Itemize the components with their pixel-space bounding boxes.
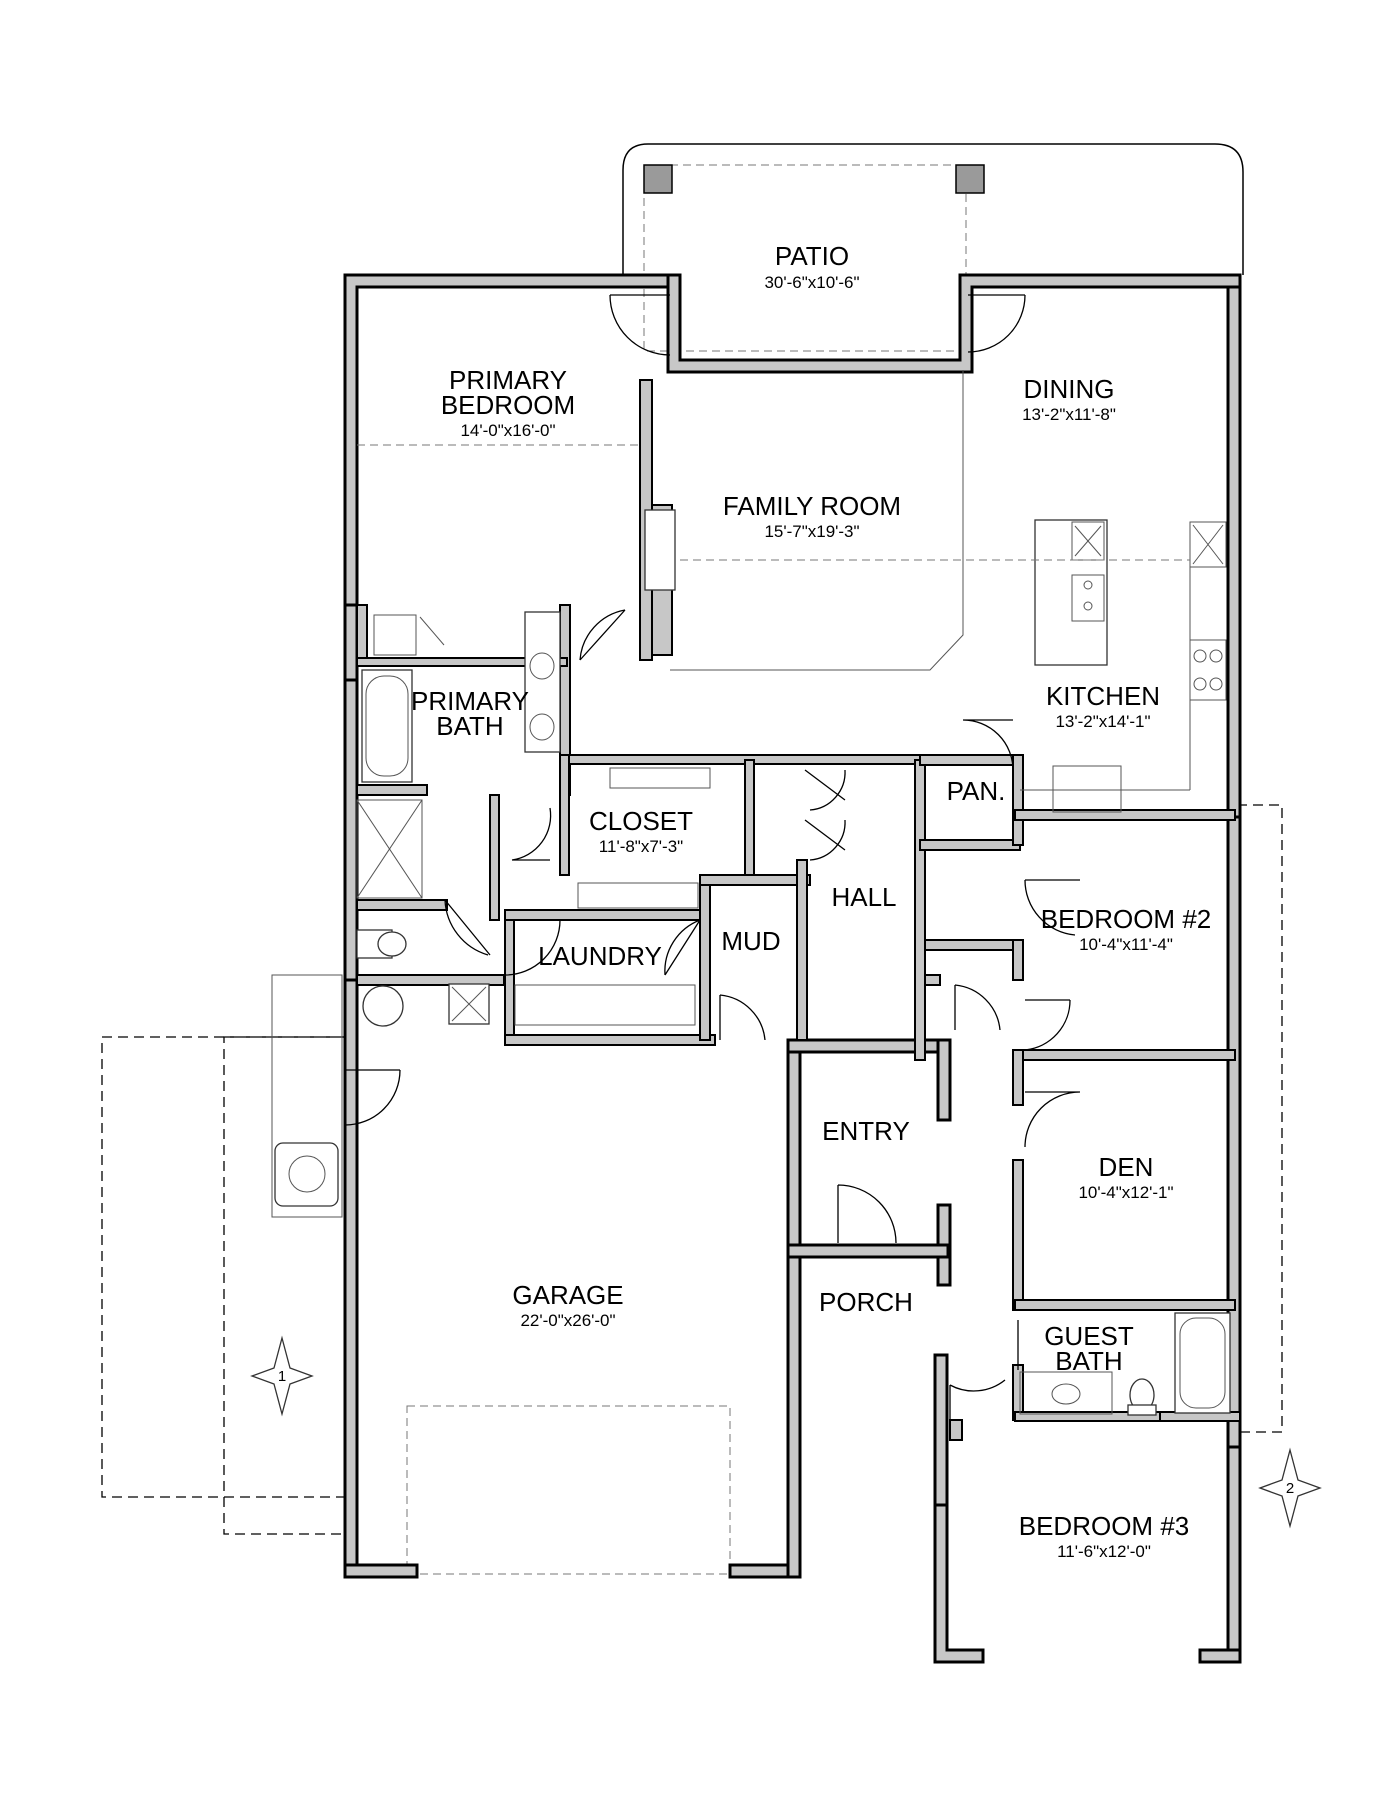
room-size-family-room: 15'-7"x19'-3": [764, 522, 859, 541]
primary-bath-fixtures: [356, 611, 561, 959]
room-label-bedroom-3: BEDROOM #3: [1019, 1511, 1190, 1541]
room-label-closet: CLOSET: [589, 806, 693, 836]
driveway-outline: [101, 974, 347, 1535]
door-swings: [344, 294, 1081, 1432]
room-size-garage: 22'-0"x26'-0": [520, 1311, 615, 1330]
room-label-mud: MUD: [721, 926, 780, 956]
room-size-primary-bedroom: 14'-0"x16'-0": [460, 421, 555, 440]
right-dashed-outline: [1237, 804, 1283, 1433]
room-label-family-room: FAMILY ROOM: [723, 491, 901, 521]
room-label-den: DEN: [1099, 1152, 1154, 1182]
room-label-patio: PATIO: [775, 241, 849, 271]
room-size-dining: 13'-2"x11'-8": [1022, 405, 1116, 424]
interior-walls: [356, 379, 1241, 1441]
room-label-primary-bedroom-2: BEDROOM: [441, 390, 575, 420]
room-label-dining: DINING: [1024, 374, 1115, 404]
room-size-bedroom-3: 11'-6"x12'-0": [1057, 1542, 1151, 1561]
room-label-primary-bath-2: BATH: [436, 711, 503, 741]
guest-bath-fixtures: [1019, 1312, 1231, 1416]
kitchen-island: [1034, 519, 1108, 666]
kitchen-counter: [1020, 521, 1227, 813]
room-size-closet: 11'-8"x7'-3": [599, 837, 683, 856]
room-label-entry: ENTRY: [822, 1116, 910, 1146]
exterior-walls: [343, 273, 1242, 1664]
room-label-kitchen: KITCHEN: [1046, 681, 1160, 711]
room-label-guest-bath-1: GUEST: [1044, 1321, 1134, 1351]
room-size-kitchen: 13'-2"x14'-1": [1055, 712, 1150, 731]
room-size-bedroom-2: 10'-4"x11'-4": [1079, 935, 1173, 954]
room-label-porch: PORCH: [819, 1287, 913, 1317]
room-label-pantry: PAN.: [947, 776, 1006, 806]
utility-sink: [274, 1142, 339, 1207]
patio-outline: [622, 143, 1244, 352]
elevation-marker-2: 2: [1258, 1447, 1322, 1529]
room-size-patio: 30'-6"x10'-6": [764, 273, 859, 292]
fireplace: [644, 509, 676, 591]
room-label-garage: GARAGE: [512, 1280, 623, 1310]
room-label-primary-bath-1: PRIMARY: [411, 686, 529, 716]
room-label-hall: HALL: [831, 882, 896, 912]
svg-text:2: 2: [1286, 1480, 1294, 1497]
room-label-bedroom-2: BEDROOM #2: [1041, 904, 1212, 934]
room-label-guest-bath-2: BATH: [1055, 1346, 1122, 1376]
laundry-fixtures: [362, 767, 711, 1027]
elevation-marker-1: 1: [250, 1335, 314, 1417]
room-label-primary-bedroom-1: PRIMARY: [449, 365, 567, 395]
garage-door-outline: [406, 1405, 731, 1575]
family-room-angled-wall: [670, 370, 964, 671]
svg-text:1: 1: [278, 1368, 286, 1385]
room-label-laundry: LAUNDRY: [538, 941, 662, 971]
room-size-den: 10'-4"x12'-1": [1078, 1183, 1173, 1202]
